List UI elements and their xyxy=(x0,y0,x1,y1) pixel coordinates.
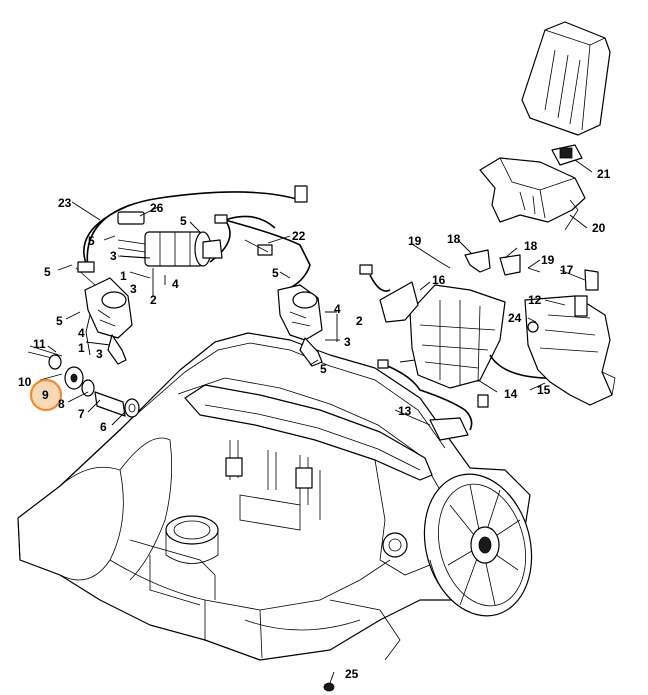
callout-21[interactable]: 21 xyxy=(597,167,611,181)
callout-3[interactable]: 3 xyxy=(130,282,137,296)
callout-23[interactable]: 23 xyxy=(58,196,72,210)
callout-18[interactable]: 18 xyxy=(524,239,538,253)
callout-5[interactable]: 5 xyxy=(88,234,95,248)
callout-14[interactable]: 14 xyxy=(504,387,518,401)
callout-15[interactable]: 15 xyxy=(537,383,551,397)
electronics-housing xyxy=(524,269,616,406)
mower-housing xyxy=(17,332,531,661)
callout-3[interactable]: 3 xyxy=(344,335,351,349)
callout-11[interactable]: 11 xyxy=(33,337,46,351)
screw-25 xyxy=(323,682,335,692)
callout-24[interactable]: 24 xyxy=(508,311,522,325)
wiring-harness xyxy=(83,185,311,289)
callout-8[interactable]: 8 xyxy=(58,397,65,411)
callout-18[interactable]: 18 xyxy=(447,232,461,246)
highlighted-callout-9[interactable] xyxy=(29,378,63,412)
sensor-cable xyxy=(377,359,489,441)
callout-9[interactable]: 9 xyxy=(42,388,49,402)
callout-17[interactable]: 17 xyxy=(560,263,574,277)
callout-7[interactable]: 7 xyxy=(78,407,85,421)
callout-19[interactable]: 19 xyxy=(408,234,422,248)
callout-5[interactable]: 5 xyxy=(320,362,327,376)
circuit-board-bracket xyxy=(359,264,561,389)
callout-19[interactable]: 19 xyxy=(541,253,555,267)
relay-clips xyxy=(439,249,541,276)
highlight-circle xyxy=(29,378,63,412)
drive-motor-center xyxy=(117,211,223,267)
callout-16[interactable]: 16 xyxy=(432,273,446,287)
callout-4[interactable]: 4 xyxy=(334,302,341,316)
rear-wheel xyxy=(423,473,533,617)
callout-1[interactable]: 1 xyxy=(120,269,127,283)
callout-13[interactable]: 13 xyxy=(398,404,412,418)
callout-22[interactable]: 22 xyxy=(292,229,306,243)
callout-5[interactable]: 5 xyxy=(44,265,51,279)
callout-4[interactable]: 4 xyxy=(78,326,85,340)
callout-2[interactable]: 2 xyxy=(356,314,363,328)
drive-motor-right xyxy=(277,284,323,367)
callout-10[interactable]: 10 xyxy=(18,375,32,389)
drive-motor-left xyxy=(75,261,133,365)
axle-assembly xyxy=(27,345,140,418)
callout-3[interactable]: 3 xyxy=(96,347,103,361)
callout-5[interactable]: 5 xyxy=(272,266,279,280)
callout-labels: 23 26 5 5 3 1 3 2 4 5 5 4 1 3 22 5 4 2 3… xyxy=(18,167,611,681)
callout-20[interactable]: 20 xyxy=(592,221,606,235)
callout-2[interactable]: 2 xyxy=(150,293,157,307)
callout-4[interactable]: 4 xyxy=(172,277,179,291)
callout-26[interactable]: 26 xyxy=(150,201,164,215)
cover-part-top xyxy=(521,21,611,136)
switch-housing xyxy=(479,144,586,231)
callout-1[interactable]: 1 xyxy=(78,341,85,355)
callout-5[interactable]: 5 xyxy=(56,314,63,328)
callout-6[interactable]: 6 xyxy=(100,420,107,434)
callout-3[interactable]: 3 xyxy=(110,249,117,263)
leader-lines xyxy=(39,159,593,684)
callout-5[interactable]: 5 xyxy=(180,214,187,228)
callout-25[interactable]: 25 xyxy=(345,667,359,681)
callout-12[interactable]: 12 xyxy=(528,293,542,307)
